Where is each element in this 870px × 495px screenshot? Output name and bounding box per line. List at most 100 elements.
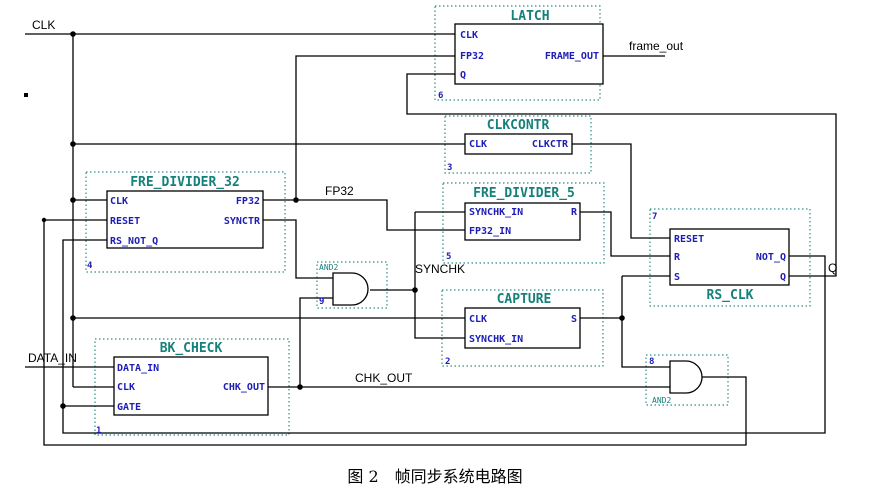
net-label-chk-out: CHK_OUT	[355, 371, 413, 385]
junction-dot	[60, 403, 66, 409]
fre-divider-32-pin-synctr: SYNCTR	[224, 216, 261, 227]
net-label-frame-out: frame_out	[629, 39, 684, 53]
wires	[25, 33, 837, 446]
clkcontr-body	[464, 133, 573, 155]
junction-dot	[70, 31, 76, 37]
net-label-synchk: SYNCHK	[415, 262, 465, 276]
junction-dot	[70, 315, 76, 321]
and-gate-9-name: AND2	[319, 263, 338, 272]
frame-fre-divider-5	[442, 182, 605, 264]
latch-pin-frame-out: FRAME_OUT	[545, 51, 599, 62]
rs-clk-title: RS_CLK	[707, 288, 754, 303]
clkcontr-pin-clk: CLK	[469, 139, 487, 150]
and-gate-9-index: 9	[319, 297, 324, 307]
fre-divider-32-pin-reset: RESET	[110, 216, 140, 227]
and-gate-8-name: AND2	[652, 396, 671, 405]
block-rs-clk[interactable]: RS_CLK RESET R S NOT_Q Q 7	[652, 212, 790, 303]
rs-clk-pin-reset: RESET	[674, 234, 704, 245]
block-clkcontr[interactable]: CLKCONTR CLK CLKCTR 3	[447, 118, 573, 173]
capture-pin-s: S	[571, 314, 577, 325]
fre-divider-5-index: 5	[446, 252, 451, 262]
fre-divider-5-title: FRE_DIVIDER_5	[473, 186, 575, 201]
capture-index: 2	[445, 357, 450, 367]
synctr-to-and-wire	[263, 219, 333, 279]
s-vertical-wire	[621, 276, 670, 368]
frame-and-8	[645, 354, 729, 406]
junction-dot	[41, 217, 47, 223]
bk-check-pin-chk-out: CHK_OUT	[223, 382, 265, 393]
bk-check-pin-gate: GATE	[117, 402, 141, 413]
net-label-data-in: DATA_IN	[28, 351, 77, 365]
rs-clk-pin-not-q: NOT_Q	[756, 252, 786, 263]
rs-clk-index: 7	[652, 212, 657, 222]
not-q-feedback-wire	[62, 239, 826, 434]
capture-body	[464, 307, 581, 349]
block-latch[interactable]: LATCH CLK FP32 Q FRAME_OUT 6	[438, 9, 604, 101]
rs-clk-body	[669, 228, 790, 286]
junction-dot	[297, 384, 303, 390]
frame-rs-clk	[649, 208, 811, 307]
latch-title: LATCH	[510, 9, 549, 24]
junction-dot	[412, 287, 418, 293]
clkcontr-index: 3	[447, 163, 452, 173]
frame-and-9	[316, 261, 388, 309]
figure-caption: 图 2 帧同步系统电路图	[347, 467, 522, 486]
clkctr-to-reset-wire	[570, 143, 670, 239]
capture-pin-clk: CLK	[469, 314, 487, 325]
fre-divider-5-pin-synchk-in: SYNCHK_IN	[469, 207, 523, 218]
junction-dot	[70, 197, 76, 203]
block-bk-check[interactable]: BK_CHECK DATA_IN CLK GATE CHK_OUT 1	[96, 341, 269, 436]
fre-divider-5-pin-r: R	[571, 207, 578, 218]
fre-divider-32-title: FRE_DIVIDER_32	[130, 175, 240, 190]
bk-check-pin-data-in: DATA_IN	[117, 363, 159, 374]
frame-fre-divider-32	[85, 171, 286, 273]
fre-divider-32-body	[106, 190, 264, 249]
bk-check-index: 1	[96, 426, 101, 436]
fp32-to-latch-wire	[295, 55, 455, 200]
and-gate-8[interactable]: AND2 8	[649, 357, 703, 405]
block-capture[interactable]: CAPTURE CLK SYNCHK_IN S 2	[445, 292, 581, 367]
net-label-fp32: FP32	[325, 184, 354, 198]
synchk-vertical-wire	[414, 212, 465, 339]
component-frames	[85, 5, 811, 436]
latch-pin-fp32: FP32	[460, 51, 484, 62]
stray-marker	[24, 93, 28, 97]
junction-dot	[293, 197, 299, 203]
net-label-q: Q	[828, 261, 837, 275]
clkcontr-title: CLKCONTR	[487, 118, 550, 133]
bk-check-title: BK_CHECK	[160, 341, 223, 356]
bk-check-pin-clk: CLK	[117, 382, 135, 393]
rs-clk-pin-q: Q	[780, 272, 786, 283]
fre-divider-5-body	[464, 202, 581, 241]
and-gate-8-index: 8	[649, 357, 654, 367]
and-gate-9-shape	[332, 272, 369, 306]
latch-body	[454, 23, 604, 85]
block-fre-divider-32[interactable]: FRE_DIVIDER_32 CLK RESET RS_NOT_Q FP32 S…	[87, 175, 264, 271]
fre-divider-32-index: 4	[87, 261, 93, 271]
latch-pin-clk: CLK	[460, 30, 478, 41]
junction-dot	[619, 315, 625, 321]
and-gate-9[interactable]: AND2 9	[319, 263, 369, 307]
junctions	[24, 31, 625, 409]
block-fre-divider-5[interactable]: FRE_DIVIDER_5 SYNCHK_IN FP32_IN R 5	[446, 186, 581, 262]
latch-q-feedback-wire	[406, 73, 837, 277]
frame-capture	[441, 289, 604, 367]
fre-divider-32-pin-clk: CLK	[110, 196, 128, 207]
and8-to-reset-wire	[43, 219, 747, 446]
fre-divider-5-pin-fp32-in: FP32_IN	[469, 226, 511, 237]
rs-clk-pin-r: R	[674, 252, 681, 263]
junction-dot	[70, 141, 76, 147]
net-label-clk: CLK	[32, 18, 55, 32]
bk-check-body	[113, 356, 269, 416]
fp32-net-wire	[263, 199, 465, 231]
div5-r-to-rs-wire	[580, 211, 670, 257]
fre-divider-32-pin-fp32: FP32	[236, 196, 260, 207]
and-gate-8-shape	[669, 360, 703, 394]
chk-out-to-and9-wire	[299, 297, 333, 387]
latch-index: 6	[438, 91, 443, 101]
fre-divider-32-pin-rs-not-q: RS_NOT_Q	[110, 236, 158, 247]
latch-pin-q: Q	[460, 70, 466, 81]
net-labels: CLK DATA_IN FP32 SYNCHK CHK_OUT frame_ou…	[28, 18, 837, 385]
capture-title: CAPTURE	[497, 292, 552, 307]
